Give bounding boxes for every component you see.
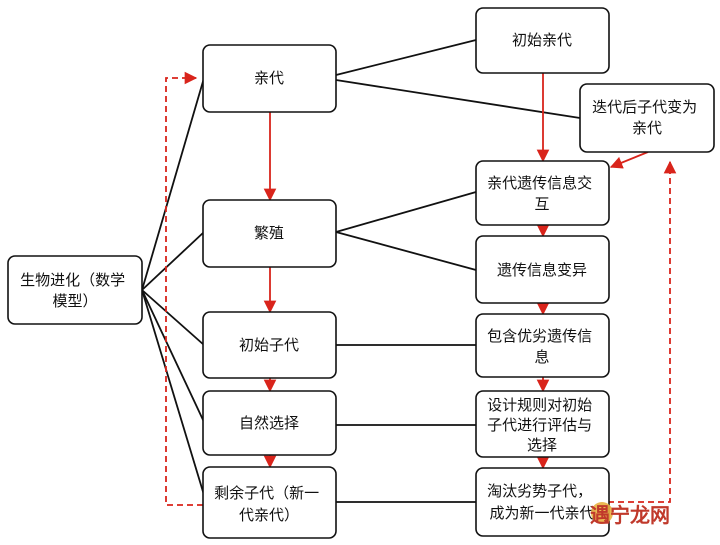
- node-initial-parent: 初始亲代: [475, 7, 610, 74]
- node-gene-exchange-label: 亲代遗传信息交 互: [487, 174, 597, 213]
- node-iterate-offspring-label: 迭代后子代变为 亲代: [592, 98, 702, 137]
- red-arrows: [165, 71, 677, 506]
- node-eliminate: 淘汰劣势子代， 成为新一代亲代: [475, 467, 610, 537]
- connector-reproduce-mutation: [335, 231, 477, 271]
- connector-parent-initial: [335, 39, 477, 76]
- connector-reproduce-exchange: [335, 191, 477, 233]
- node-reproduce: 繁殖: [202, 199, 337, 268]
- node-design-rules: 设计规则对初始 子代进行评估与 选择: [475, 390, 610, 458]
- node-eliminate-label: 淘汰劣势子代， 成为新一代亲代: [487, 482, 597, 522]
- node-natural-selection: 自然选择: [202, 390, 337, 456]
- node-contains-info: 包含优劣遗传信 息: [475, 313, 610, 378]
- node-initial-offspring-label: 初始子代: [239, 336, 299, 354]
- connector-root-reproduce: [141, 231, 205, 291]
- node-contains-info-label: 包含优劣遗传信 息: [487, 327, 597, 366]
- node-root-label: 生物进化（数学 模型）: [20, 271, 130, 310]
- black-connectors: [141, 39, 581, 503]
- node-gene-mutation-label: 遗传信息变异: [497, 261, 587, 279]
- node-design-rules-label: 设计规则对初始 子代进行评估与 选择: [487, 396, 597, 454]
- arrow-iterate-exchange: [609, 151, 649, 169]
- node-reproduce-label: 繁殖: [254, 224, 284, 242]
- node-iterate-offspring: 迭代后子代变为 亲代: [579, 83, 715, 153]
- dashed-arrow-loop-right: [608, 160, 677, 503]
- node-initial-parent-label: 初始亲代: [512, 31, 572, 49]
- node-gene-mutation: 遗传信息变异: [475, 235, 610, 304]
- connector-root-remaining: [141, 289, 205, 496]
- connector-root-parent: [141, 77, 205, 291]
- dashed-arrow-loop-left: [165, 71, 203, 506]
- connector-parent-iterate: [335, 79, 581, 119]
- watermark-logo-icon: [591, 502, 613, 524]
- node-parent-label: 亲代: [254, 69, 284, 87]
- node-gene-exchange: 亲代遗传信息交 互: [475, 160, 610, 226]
- node-remaining-offspring-label: 剩余子代（新一 代亲代）: [214, 484, 324, 524]
- node-remaining-offspring: 剩余子代（新一 代亲代）: [202, 466, 337, 539]
- connector-root-selection: [141, 289, 205, 423]
- connector-root-offspring: [141, 289, 205, 346]
- watermark: 遇宁龙网: [590, 502, 670, 527]
- node-natural-selection-label: 自然选择: [239, 414, 299, 432]
- node-parent: 亲代: [202, 44, 337, 113]
- watermark-text: 遇宁龙网: [590, 503, 670, 527]
- node-root: 生物进化（数学 模型）: [7, 255, 143, 325]
- node-initial-offspring: 初始子代: [202, 311, 337, 379]
